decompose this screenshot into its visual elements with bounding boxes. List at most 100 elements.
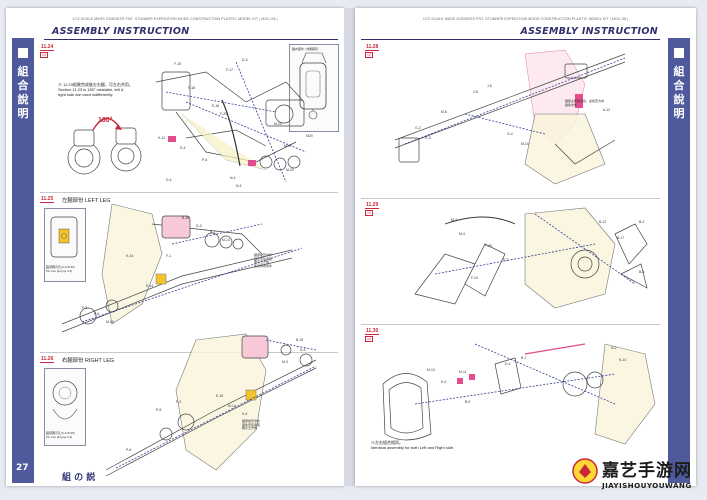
callout: J-5: [487, 84, 492, 88]
callout: M-11: [459, 370, 467, 374]
section-divider: [361, 324, 660, 325]
step-11-24-sub: ×2: [40, 52, 48, 58]
callout: P-6: [202, 158, 208, 162]
sidebar-label: 組合說明: [673, 65, 685, 120]
caption-line: 圓頭圖示孔(3.4×8.35): [46, 431, 75, 435]
detail-caption: 圓頭圖示孔(3.4×8.35) Pin hex plug (ø 3.4): [46, 431, 86, 439]
note-line: 關節零件: [565, 102, 578, 107]
callout: M-20: [286, 168, 294, 172]
brand-chinese: 嘉艺手游网: [602, 461, 692, 481]
step-11-29-sub: ×2: [365, 210, 373, 216]
detail-note: 腿內部件 / 詳細圖示: [292, 47, 319, 51]
rotation-label: 180°: [98, 116, 113, 124]
callout: E-15: [216, 394, 224, 398]
callout: M-5: [441, 110, 447, 114]
step-11-24-note: ※ 11.23組裝完成後左右腿，可左右共用。 Section 11.23 is …: [58, 82, 158, 97]
brand-latin: JIAYISHOUYOUWANG: [602, 481, 692, 490]
step-11-26-drawing: [105, 333, 317, 477]
left-page-topline: 1/72 SCALE MASS GODDESS FNT. STUNNER EXP…: [72, 17, 278, 21]
section-divider: [40, 192, 338, 193]
note-line: 部件安裝參照: [242, 422, 261, 427]
callout: D-4: [505, 362, 511, 366]
note-line: 使用專用零件: [254, 263, 273, 268]
callout: M20: [306, 134, 313, 138]
note-line: 圖示之方向: [254, 260, 270, 265]
note-line: Section 11.23 is 180° rotatable, left &: [58, 87, 124, 92]
book-spine: [344, 8, 355, 486]
step-11-26-code: 11.26: [40, 356, 55, 363]
callout: F-15: [174, 62, 181, 66]
step-11-28-code: 11.28: [365, 44, 380, 51]
callout: M-10: [521, 142, 529, 146]
step-11-26-detail-box: [44, 368, 86, 446]
callout: D-3: [196, 224, 202, 228]
callout: F-24: [471, 276, 478, 280]
step-11-28-drawing: [394, 49, 626, 185]
step-11-28-side-note: 腿部主框架安裝，並檢查方向 關節零件: [565, 99, 635, 107]
callout: P-5: [82, 306, 88, 310]
detail-caption: 圓頭圖示孔(3.4×8.35) Pin hex plug (ø 3.4): [46, 265, 86, 273]
callout: K-12: [158, 136, 166, 140]
brand-logo-icon: [572, 458, 598, 484]
step-11-30-sub: ×4: [365, 336, 373, 342]
callout: F-2: [176, 400, 182, 404]
step-11-30-drawing: [382, 343, 656, 445]
step-11-30-note: ※左右組合相同。 Identical assembly for both Lef…: [371, 440, 531, 450]
left-page: 1/72 SCALE MASS GODDESS FNT. STUNNER EXP…: [6, 8, 344, 486]
callout: M-15: [106, 320, 114, 324]
footer-logo-text: 組 の 説: [62, 473, 96, 483]
callout: B-2: [639, 220, 645, 224]
callout: J-5: [473, 90, 478, 94]
callout: K-14: [619, 358, 627, 362]
step-11-29-code: 11.29: [365, 202, 380, 209]
note-line: right side are used indifferently.: [58, 92, 114, 97]
note-line: Identical assembly for both Left and Rig…: [371, 445, 455, 450]
callout: M-4: [459, 232, 465, 236]
callout: M-14: [228, 404, 236, 408]
callout: F-20: [220, 112, 227, 116]
step-11-24-drawing: 180°: [67, 61, 307, 183]
note-line: 腿部前臂零件: [254, 253, 273, 257]
callout: F-1: [166, 254, 172, 258]
step-11-25-side-note: 腿部前臂零件 部件安裝參照 圖示之方向 使用專用零件: [254, 253, 294, 268]
right-header-rule: [361, 39, 660, 41]
callout: M-13: [427, 368, 435, 372]
step-11-25-detail-box: [44, 208, 86, 282]
left-sidebar: 組合說明 27: [12, 38, 34, 483]
step-11-30-code: 11.30: [365, 328, 380, 335]
page-number: 27: [16, 463, 29, 473]
note-line: ※ 11.23組裝完成後左右腿，可左右共用。: [58, 82, 133, 87]
sidebar-label: 組合說明: [17, 65, 29, 120]
callout: D-4: [166, 178, 172, 182]
sidebar-square-icon: [18, 48, 28, 58]
callout: F-20: [485, 244, 492, 248]
callout: B-5: [639, 270, 645, 274]
note-line: 圖示之方向: [242, 426, 258, 431]
footer-logo: 組 の 説: [56, 468, 126, 484]
callout: B-16: [182, 216, 190, 220]
step-11-25-drawing: [61, 204, 303, 333]
callout: M-17: [284, 144, 292, 148]
callout: E-16: [212, 104, 220, 108]
callout: F-3: [503, 258, 509, 262]
left-page-title: ASSEMBLY INSTRUCTION: [52, 26, 190, 37]
callout: B-12: [599, 220, 607, 224]
callout: B-7: [521, 356, 527, 360]
callout: P-6: [126, 448, 132, 452]
callout: G-2: [415, 126, 421, 130]
callout: G-3: [425, 136, 431, 140]
caption-line: 圓頭圖示孔(3.4×8.35): [46, 265, 75, 269]
callout: B-17: [617, 236, 625, 240]
note-line: ※左右組合相同。: [371, 440, 403, 445]
callout: K-4: [441, 380, 447, 384]
right-page: 1/72 SCALE MASS GODDESS FNT. STUNNER EXP…: [355, 8, 696, 486]
right-page-title: ASSEMBLY INSTRUCTION: [520, 26, 658, 37]
callout: M-14: [222, 238, 230, 242]
sidebar-square-icon: [674, 48, 684, 58]
callout: M-20: [274, 122, 282, 126]
note-line: 腿部前臂零件: [242, 419, 261, 423]
step-11-25-code: 11.25: [40, 196, 55, 203]
callout: E-14: [146, 284, 154, 288]
step-11-26-title: 右腿部份 RIGHT LEG: [62, 358, 115, 364]
step-11-24-code: 11.24: [40, 44, 55, 51]
